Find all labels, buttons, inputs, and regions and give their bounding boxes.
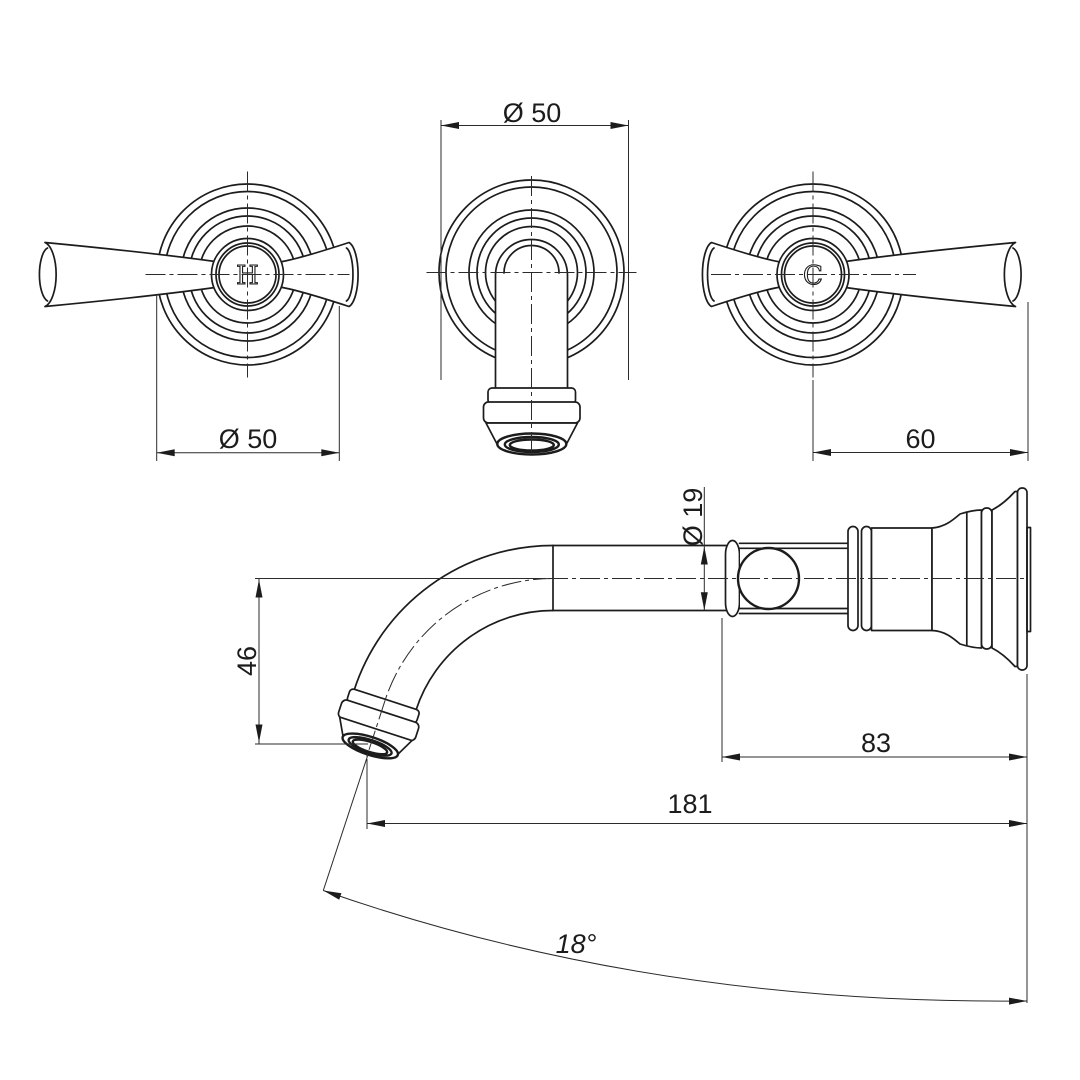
dimension-layer: Ø 50 Ø 50 60 Ø 19 <box>156 98 1029 1005</box>
dim-handle-flange-diameter: Ø 50 <box>156 295 340 461</box>
dim-text-total-projection: 181 <box>667 789 712 819</box>
dim-outlet-angle: 18° <box>322 755 1028 1005</box>
hot-handle-front-view: H <box>38 171 359 378</box>
side-centerline-bend <box>384 578 554 701</box>
dim-total-projection: 181 <box>366 759 1027 829</box>
dim-text-outlet-angle: 18° <box>556 929 597 959</box>
dim-text-spout-drop: 46 <box>232 646 262 676</box>
dim-cold-handle-length: 60 <box>812 302 1029 461</box>
dim-spout-tube-diameter: Ø 19 <box>678 487 708 611</box>
side-centerline-outlet <box>366 700 386 757</box>
cold-lever-long-arm <box>844 241 1017 308</box>
dim-text-tube-diameter: Ø 19 <box>678 488 708 547</box>
dim-spout-drop: 46 <box>232 578 546 745</box>
spout-side-view <box>337 487 1032 760</box>
cold-lever-short-arm <box>701 241 782 308</box>
dim-text-handle-length: 60 <box>905 424 935 454</box>
hot-lever-long-arm <box>44 241 216 308</box>
dim-text-spout-flange: Ø 50 <box>503 98 562 128</box>
dim-text-body-projection: 83 <box>861 728 891 758</box>
dim-body-projection: 83 <box>721 618 1028 1003</box>
dim-spout-flange-diameter: Ø 50 <box>440 98 629 380</box>
cold-handle-front-view: C <box>701 171 1022 378</box>
dim-text-handle-flange: Ø 50 <box>219 424 278 454</box>
spout-front-view <box>426 176 637 456</box>
